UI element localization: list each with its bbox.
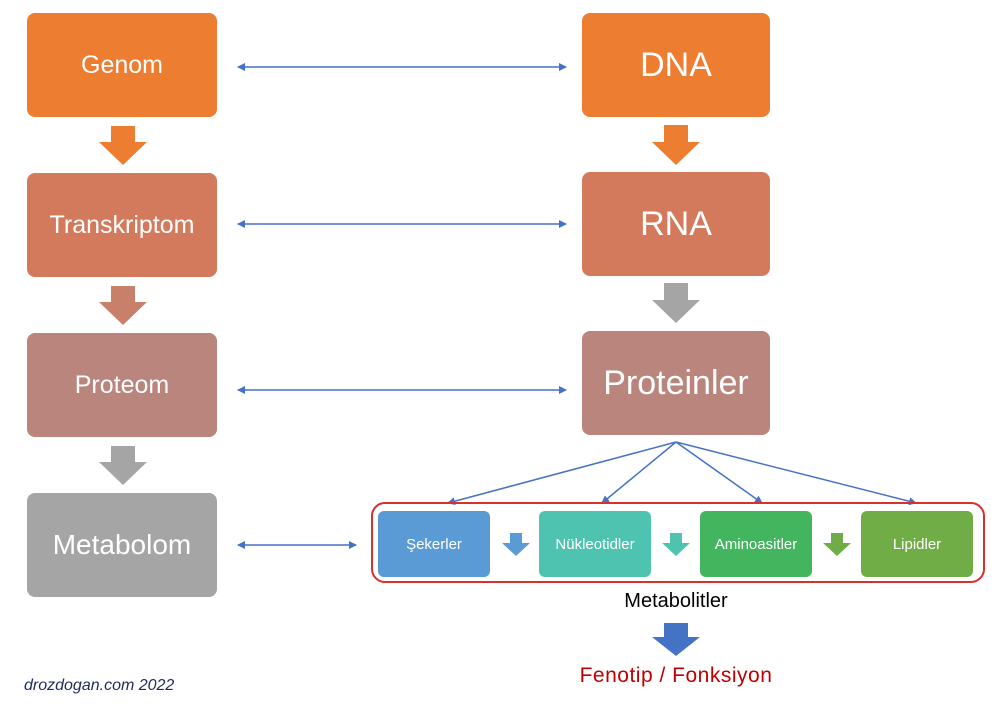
rna-box: RNA	[582, 172, 770, 276]
rna-to-proteins-arrow	[652, 283, 700, 323]
metabolites-caption: Metabolitler	[624, 590, 728, 612]
metabolome-label: Metabolom	[52, 529, 192, 560]
genome-label: Genom	[81, 50, 163, 79]
proteins-box: Proteinler	[582, 331, 770, 435]
genome-box: Genom	[27, 13, 217, 117]
dna-label: DNA	[640, 45, 712, 84]
dna-box: DNA	[582, 13, 770, 117]
aminoacids-label: Aminoasitler	[714, 535, 798, 553]
proteins-to-nucleotides-connector	[601, 441, 677, 504]
sugars-box: Şekerler	[378, 511, 490, 577]
proteome-box: Proteom	[27, 333, 217, 437]
credit-text: drozdogan.com 2022	[24, 677, 175, 694]
metabolites-to-phenotype-arrow	[652, 623, 700, 656]
transcriptome-box: Transkriptom	[27, 173, 217, 277]
aminoacids-to-lipids-arrow	[823, 533, 851, 556]
proteome-to-metabolome-arrow	[99, 446, 147, 485]
transcriptome-to-proteome-arrow	[99, 286, 147, 325]
nucleotides-box: Nükleotidler	[539, 511, 651, 577]
sugars-label: Şekerler	[406, 535, 462, 553]
lipids-label: Lipidler	[892, 535, 942, 553]
nucleotides-label: Nükleotidler	[555, 535, 635, 553]
phenotype-caption: Fenotip / Fonksiyon	[579, 664, 773, 687]
rna-label: RNA	[640, 204, 712, 243]
dna-to-rna-arrow	[652, 125, 700, 165]
proteins-label: Proteinler	[603, 363, 749, 402]
genome-to-transcriptome-arrow	[99, 126, 147, 165]
sugars-to-nucleotides-arrow	[502, 533, 530, 556]
lipids-box: Lipidler	[861, 511, 973, 577]
metabolome-box: Metabolom	[27, 493, 217, 597]
proteins-to-sugars-connector	[447, 441, 677, 506]
aminoacids-box: Aminoasitler	[700, 511, 812, 577]
proteome-label: Proteom	[74, 370, 170, 399]
proteins-to-aminoacids-connector	[675, 441, 763, 504]
transcriptome-label: Transkriptom	[49, 210, 195, 239]
metabolites-frame	[371, 502, 985, 583]
proteins-to-lipids-connector	[675, 441, 917, 506]
nucleotides-to-aminoacids-arrow	[662, 533, 690, 556]
